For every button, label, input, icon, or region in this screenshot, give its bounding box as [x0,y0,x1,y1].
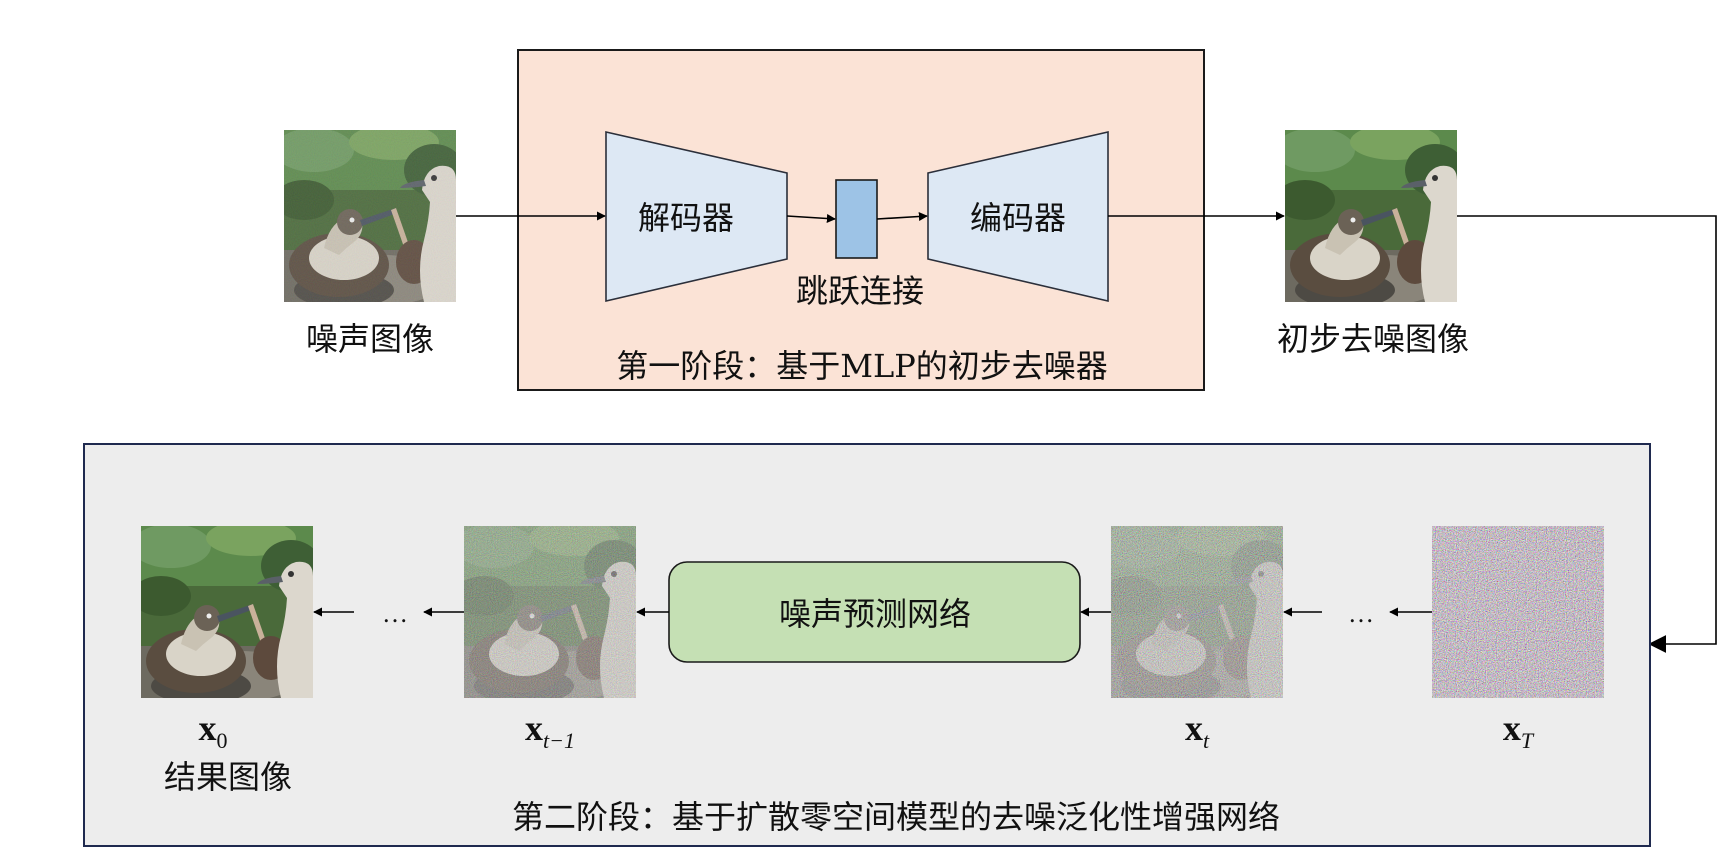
ellipsis-right: … [1348,599,1374,628]
x0-result-image [141,526,313,698]
result-image-caption: 结果图像 [164,758,292,796]
xt-label-base: x [1185,708,1203,748]
prelim-denoised-image [1285,130,1457,302]
xt-label: xt [1185,708,1210,753]
xT-image [1432,526,1604,698]
xt-minus-1-label-sub: t−1 [543,728,575,753]
prelim-image-caption: 初步去噪图像 [1277,320,1469,358]
skip-connection-block [835,179,878,259]
xt-minus-1-label-base: x [525,708,543,748]
skip-connection-label: 跳跃连接 [796,272,924,310]
stage1-caption: 第一阶段：基于MLP的初步去噪器 [616,347,1108,385]
xT-label-base: x [1503,708,1521,748]
xt-label-sub: t [1203,728,1210,753]
arrow-prelim-to-xT [1457,215,1717,653]
xt-minus-1-label: xt−1 [525,708,575,753]
x0-label-sub: 0 [217,728,228,753]
xt-image [1111,526,1283,698]
encoder-label: 编码器 [970,199,1066,237]
noisy-image-caption: 噪声图像 [306,320,434,358]
x0-label: x0 [199,708,228,753]
xt-minus-1-image [464,526,636,698]
arrow-skip-to-encoder [876,211,928,221]
noise-prediction-label: 噪声预测网络 [779,595,971,633]
xT-label-sub: T [1521,728,1535,753]
xT-label: xT [1503,708,1535,753]
x0-label-base: x [199,708,217,748]
ellipsis-left: … [382,599,408,628]
encoder-block [927,130,1109,303]
decoder-block [605,130,788,303]
arrow-decoder-to-skip [786,214,836,223]
noisy-input-image [284,130,456,302]
decoder-label: 解码器 [638,199,734,237]
stage2-caption: 第二阶段：基于扩散零空间模型的去噪泛化性增强网络 [512,798,1280,836]
